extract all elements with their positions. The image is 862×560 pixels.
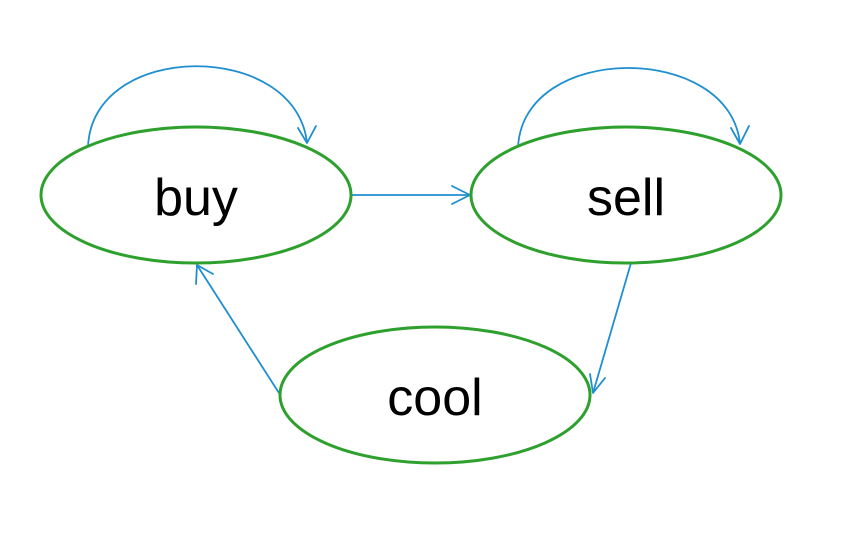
node-cool-label: cool [387,369,482,427]
node-cool-ellipse [278,325,592,465]
arrowhead-sell-self-loop [730,125,750,145]
arrowhead-sell-to-cool [589,373,606,394]
node-sell-label: sell [587,169,665,227]
edges [87,65,750,394]
node-cool: cool [278,325,592,465]
arrowhead-cool-to-buy [195,264,214,285]
edge-buy-self-loop [87,65,308,148]
edge-cool-to-buy [196,264,280,394]
node-buy-label: buy [154,169,238,227]
node-sell-ellipse [469,125,783,265]
arrowhead-buy-self-loop [297,125,317,144]
edge-sell-self-loop [517,67,741,149]
node-buy: buy [39,125,353,265]
node-sell: sell [469,125,783,265]
node-buy-ellipse [39,125,353,265]
edge-sell-to-cool [592,262,632,394]
